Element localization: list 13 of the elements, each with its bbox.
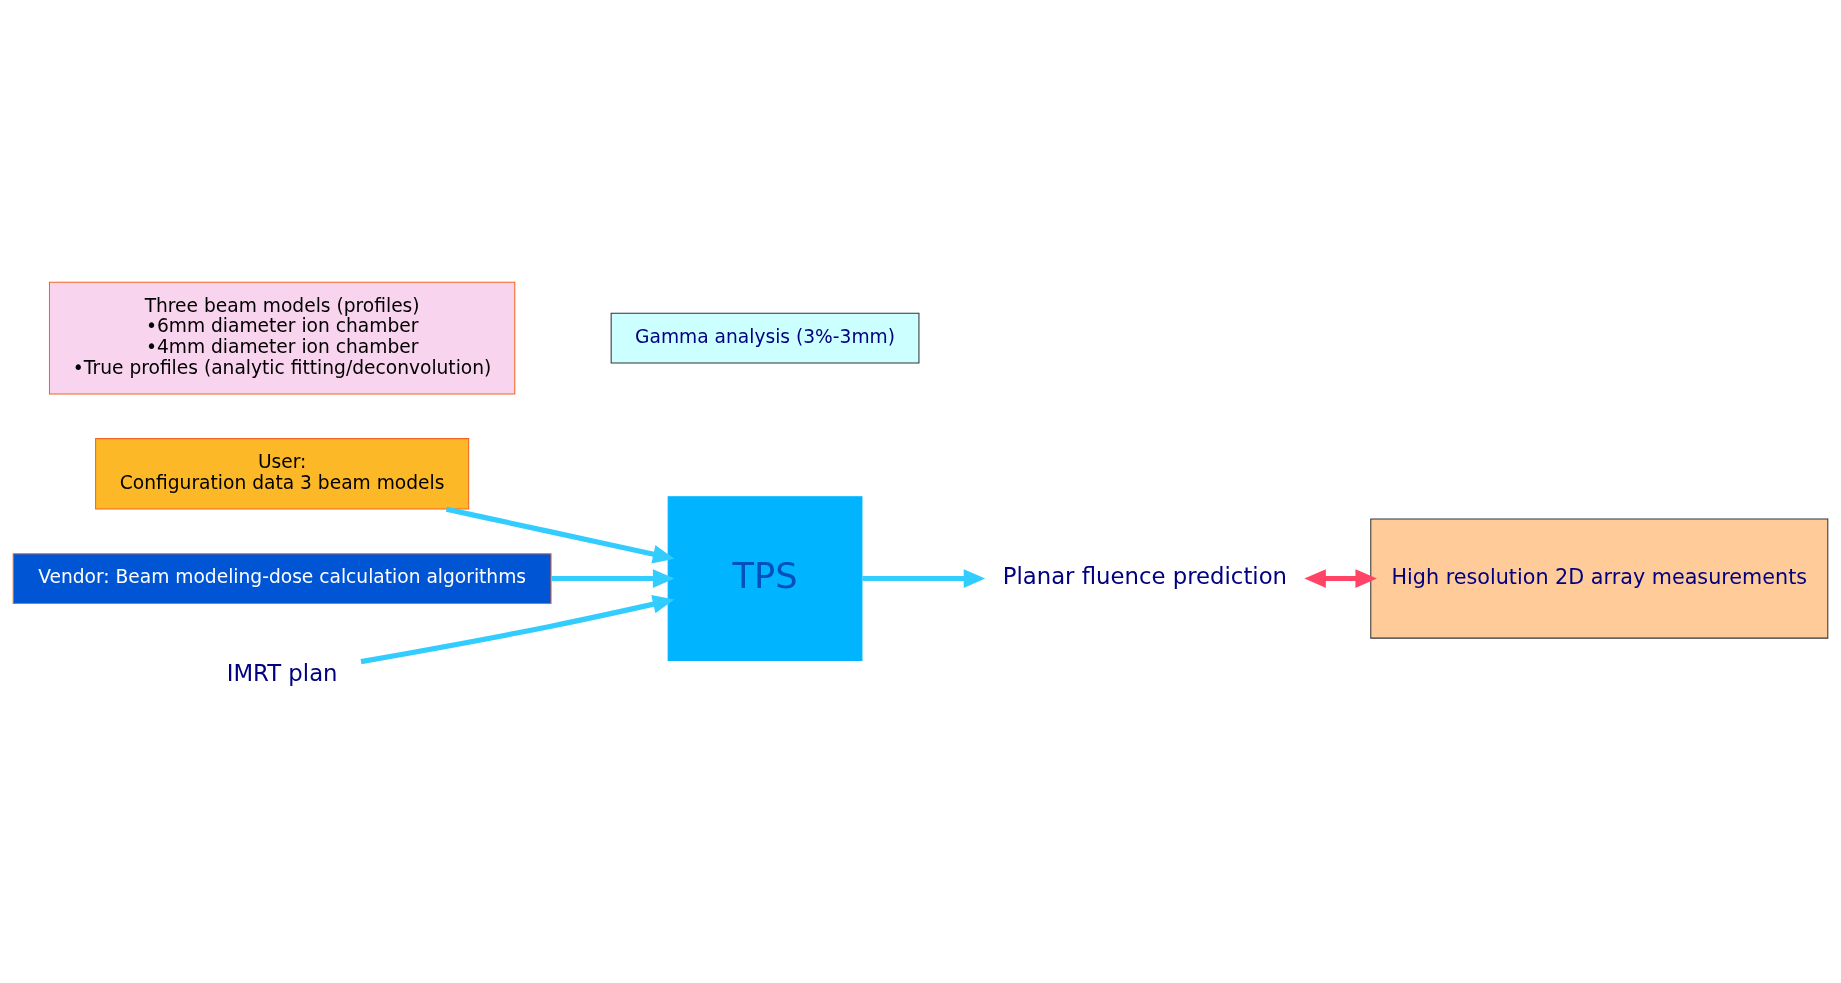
node-box: Gamma analysis (3%-3mm) [610, 312, 920, 363]
node-box: High resolution 2D array measurements [1370, 517, 1829, 639]
arrow [862, 568, 986, 588]
arrow [445, 506, 675, 563]
arrow [1304, 568, 1377, 588]
node-box: TPS [667, 495, 863, 661]
node-text: IMRT plan [226, 659, 338, 686]
node-box: User: Configuration data 3 beam models [95, 437, 470, 510]
node-box: Three beam models (profiles) •6mm diameter ion chamber •4mm diameter ion chamber •True profiles (analytic fitting/deconvolution) [48, 281, 516, 395]
arrow [360, 594, 675, 664]
node-text: Planar fluence prediction [1002, 562, 1288, 589]
node-box: Vendor: Beam modeling-dose calculation algorithms [12, 552, 552, 604]
arrow [551, 568, 675, 588]
